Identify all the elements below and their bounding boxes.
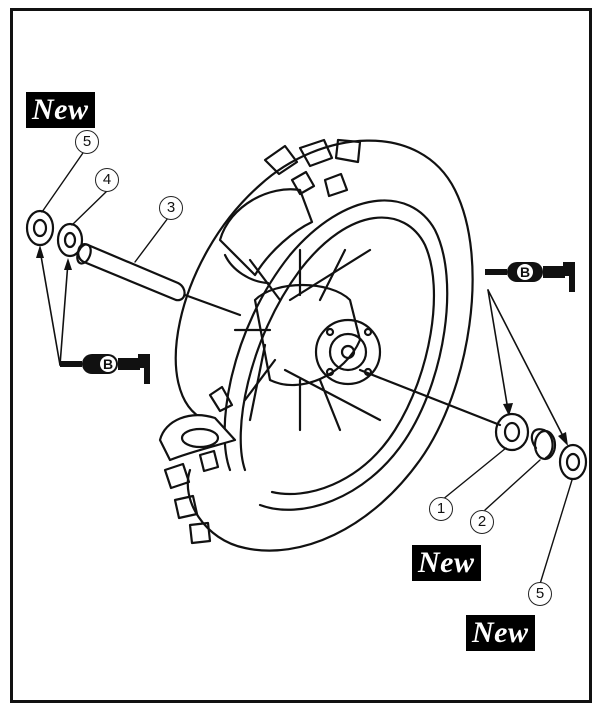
- bearing-right: [494, 412, 530, 452]
- seal-left: [56, 222, 84, 258]
- grease-gun-icon: [485, 262, 575, 292]
- callout-5-right: 5: [528, 582, 552, 606]
- callout-2: 2: [470, 510, 494, 534]
- callout-5-left: 5: [75, 130, 99, 154]
- new-badge-top-left: New: [26, 92, 95, 128]
- tire: [174, 139, 474, 552]
- callout-1: 1: [429, 497, 453, 521]
- bearing-right-outer: [558, 443, 588, 481]
- bearing-left: [25, 209, 55, 247]
- grease-letter-right: B: [520, 264, 530, 280]
- new-badge-middle-right: New: [412, 545, 481, 581]
- new-badge-bottom-right: New: [466, 615, 535, 651]
- callout-4: 4: [95, 168, 119, 192]
- grease-gun-icon: [60, 354, 150, 384]
- grease-letter-left: B: [103, 356, 113, 372]
- callout-3: 3: [159, 196, 183, 220]
- spacer-collar: [77, 243, 186, 302]
- rim: [223, 199, 449, 511]
